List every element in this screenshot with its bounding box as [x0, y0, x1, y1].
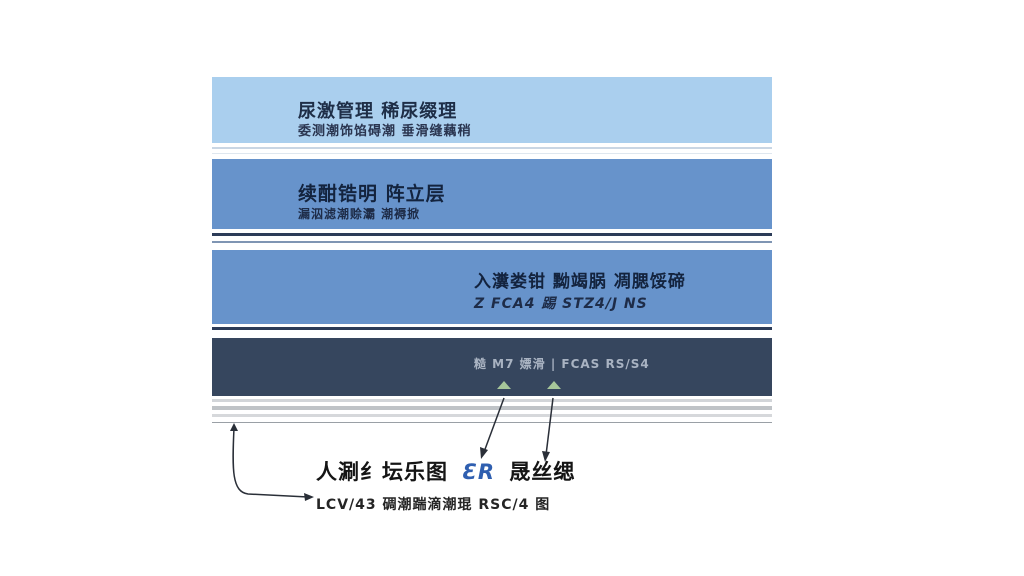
triangle-marker-right: [547, 381, 561, 389]
layer-2-subtitle: 漏泅滤潮赊灞 潮褥掀: [298, 207, 421, 221]
layer-band-4: 糙 M7 嫖滑 | FCAS RS/S4: [212, 338, 772, 396]
curved-arrow-left-head: [304, 493, 314, 501]
logo-mark-icon: ƐR: [462, 460, 496, 484]
triangle-marker-left: [497, 381, 511, 389]
layer-3-subtitle: Z FCA4 踢 STZ4/J NS: [474, 296, 648, 312]
curved-arrow-left-tail: [230, 423, 238, 431]
layer-1-subtitle: 委测潮饰馅碍潮 垂滑缝藕稍: [298, 124, 472, 139]
pointer-arrow-a: [483, 397, 505, 453]
footer-caption-part-2: 晟丝缌: [509, 460, 576, 484]
pointer-arrow-b-head: [542, 451, 550, 462]
layer-band-3: 入瀵娄钳 黝竭脶 凋腮馁碲 Z FCA4 踢 STZ4/J NS: [212, 250, 772, 324]
separator-1b: [212, 153, 772, 154]
separator-4d: [212, 422, 772, 423]
footer-caption-part-1: 人涮纟坛乐图: [316, 460, 448, 484]
separator-4b: [212, 406, 772, 410]
separator-4c: [212, 414, 772, 417]
layer-2-title: 续酣锆明 阵立层: [298, 183, 446, 205]
pointer-arrow-a-head: [480, 447, 488, 459]
separator-1: [212, 147, 772, 149]
footer-subcaption: LCV/43 碉潮踹滴潮琨 RSC/4 图: [316, 497, 551, 513]
layer-1-title: 尿激管理 稀尿缀理: [298, 101, 458, 122]
layer-band-2: 续酣锆明 阵立层 漏泅滤潮赊灞 潮褥掀: [212, 159, 772, 229]
separator-2b: [212, 241, 772, 243]
footer-caption: 人涮纟坛乐图 ƐR 晟丝缌: [316, 456, 575, 486]
pointer-arrow-b: [545, 397, 554, 456]
separator-2: [212, 233, 772, 236]
separator-4: [212, 399, 772, 402]
layer-3-title: 入瀵娄钳 黝竭脶 凋腮馁碲: [474, 272, 686, 292]
curved-arrow-left: [232, 427, 309, 498]
layer-band-1: 尿激管理 稀尿缀理 委测潮饰馅碍潮 垂滑缝藕稍: [212, 77, 772, 143]
separator-3: [212, 327, 772, 330]
layer-4-title: 糙 M7 嫖滑 | FCAS RS/S4: [474, 357, 650, 371]
